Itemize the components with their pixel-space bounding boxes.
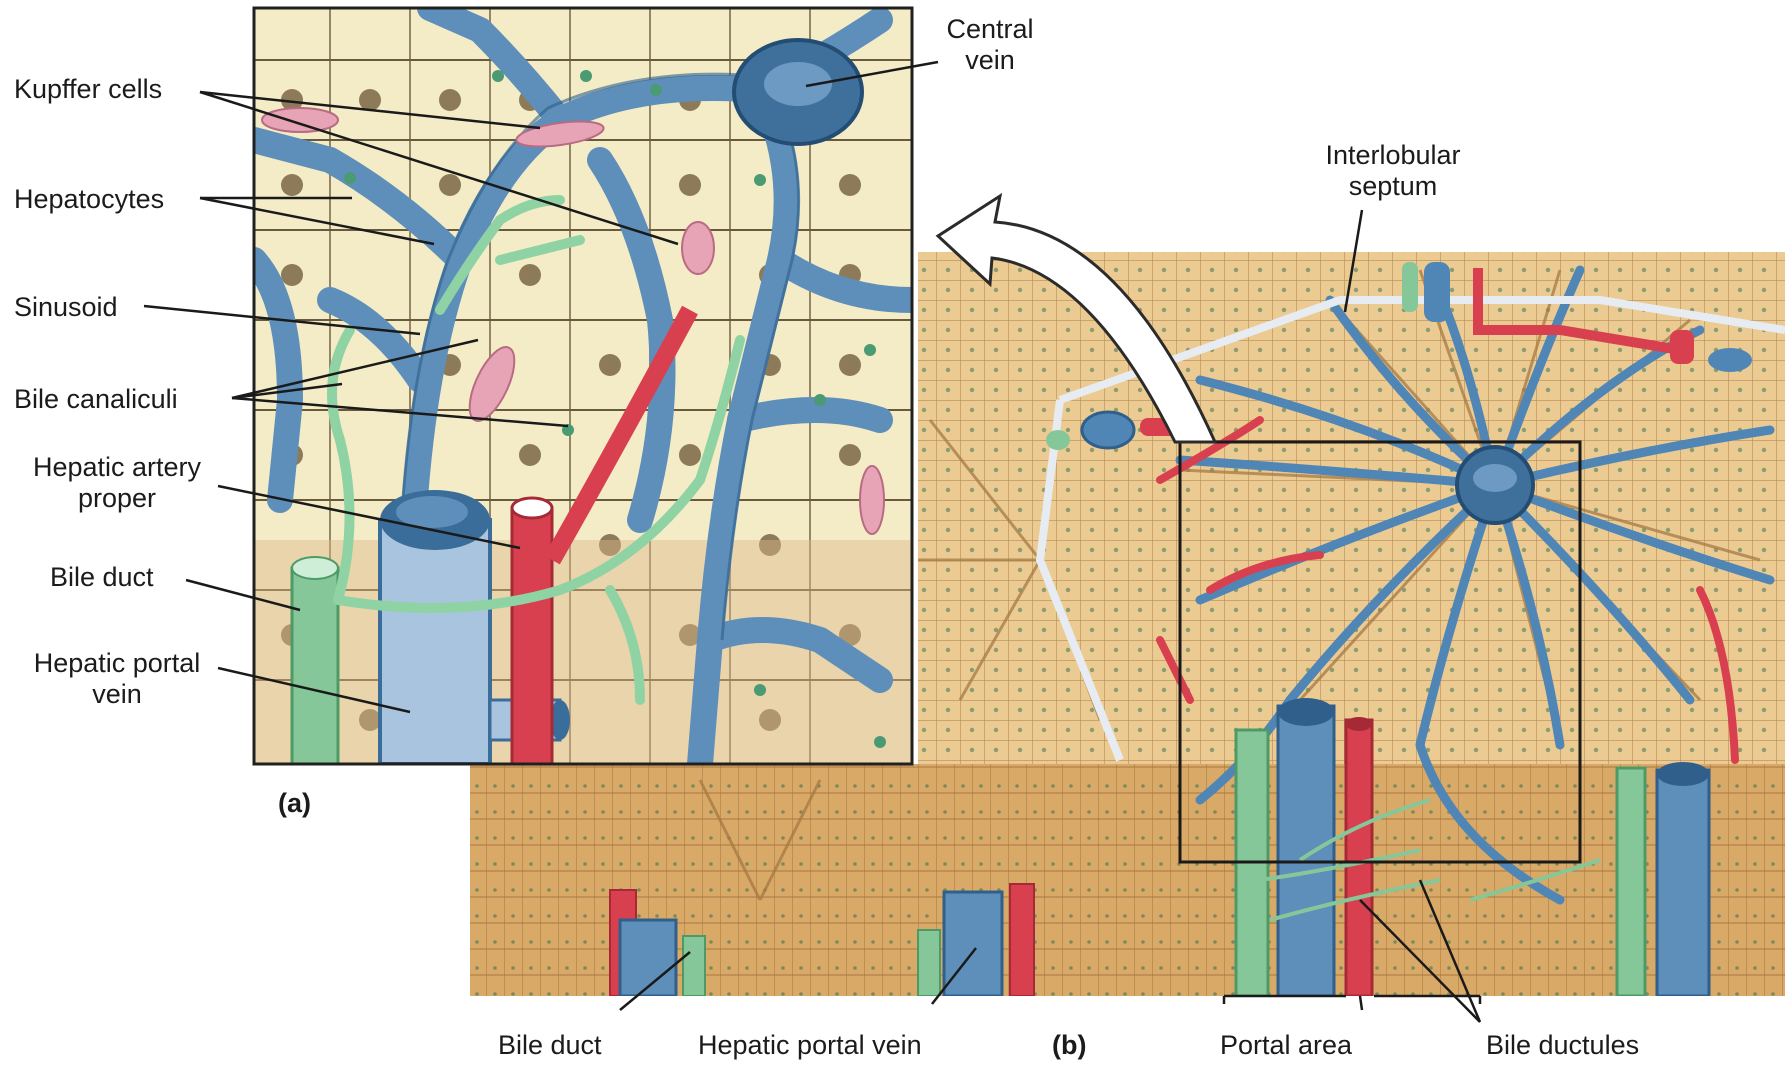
label-portal-area: Portal area <box>1220 1030 1352 1061</box>
label-hepatic-portal-vein-a: Hepatic portal vein <box>10 648 224 710</box>
label-bile-duct-a: Bile duct <box>50 562 154 593</box>
central-vein-a <box>734 40 862 144</box>
label-sinusoid: Sinusoid <box>14 292 118 323</box>
label-panel-b: (b) <box>1052 1030 1086 1061</box>
label-bile-ductules: Bile ductules <box>1486 1030 1639 1061</box>
label-central-vein: Central vein <box>930 14 1050 76</box>
bile-duct-a <box>292 557 338 764</box>
right-portal-vessels <box>1617 762 1709 996</box>
label-hepatocytes: Hepatocytes <box>14 184 164 215</box>
label-bile-canaliculi: Bile canaliculi <box>14 384 178 415</box>
label-interlobular-septum: Interlobular septum <box>1300 140 1486 202</box>
label-bile-duct-b: Bile duct <box>498 1030 602 1061</box>
label-panel-a: (a) <box>278 788 311 819</box>
panel-a-magnified-view <box>254 8 912 764</box>
label-hepatic-portal-vein-b: Hepatic portal vein <box>698 1030 922 1061</box>
portal-area-vessels <box>1236 698 1372 996</box>
label-hepatic-artery-proper: Hepatic artery proper <box>10 452 224 514</box>
label-kupffer-cells: Kupffer cells <box>14 74 162 105</box>
